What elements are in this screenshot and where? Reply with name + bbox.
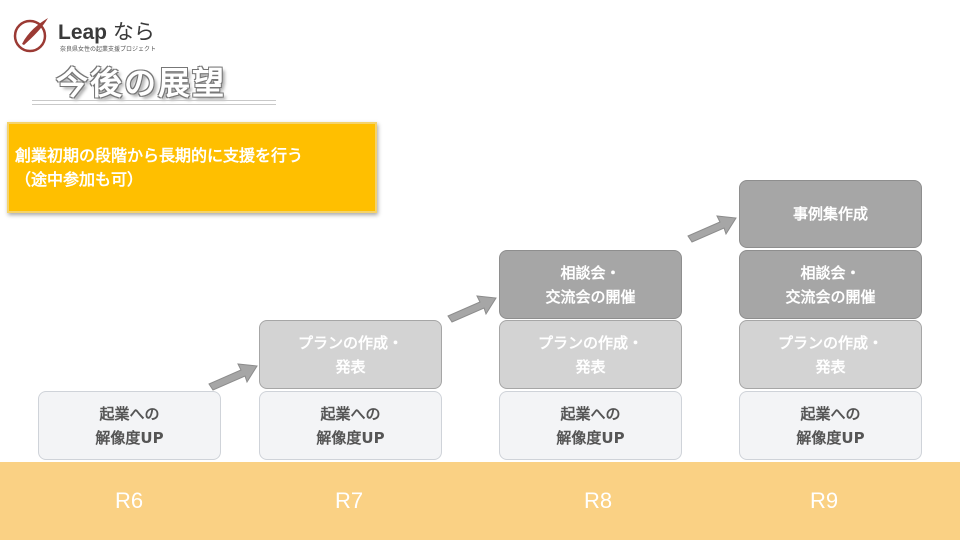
year-band (0, 462, 960, 540)
r9-box-consultation-networking: 相談会・交流会の開催 (739, 250, 922, 319)
year-label-r9: R9 (809, 488, 839, 513)
arrow-r6-r7-icon (208, 363, 258, 391)
r6-box-startup-clarity: 起業への解像度UP (38, 391, 221, 460)
title-underline-second (32, 104, 276, 105)
r9-box-plan-presentation: プランの作成・発表 (739, 320, 922, 389)
support-callout: 創業初期の段階から長期的に支援を行う （途中参加も可） (7, 122, 377, 213)
logo-subtitle: 奈良県女性の起業支援プロジェクト (60, 46, 157, 53)
arrow-r8-r9-icon (687, 215, 737, 243)
r8-box-consultation-networking: 相談会・交流会の開催 (499, 250, 682, 319)
logo-text: Leap なら (58, 21, 155, 44)
r7-box-plan-presentation: プランの作成・発表 (259, 320, 442, 389)
r8-box-plan-presentation: プランの作成・発表 (499, 320, 682, 389)
r9-box-case-studies: 事例集作成 (739, 180, 922, 248)
r9-box-startup-clarity: 起業への解像度UP (739, 391, 922, 460)
callout-line-1: 創業初期の段階から長期的に支援を行う (15, 146, 304, 165)
title-underline (32, 100, 276, 101)
arrow-r7-r8-icon (447, 295, 497, 323)
logo: Leap なら 奈良県女性の起業支援プロジェクト (12, 14, 162, 54)
callout-line-2: （途中参加も可） (15, 170, 144, 189)
year-label-r7: R7 (334, 488, 364, 513)
r8-box-startup-clarity: 起業への解像度UP (499, 391, 682, 460)
page-title: 今後の展望 (56, 64, 227, 102)
logo-mark-icon (13, 18, 48, 53)
year-label-r8: R8 (583, 488, 613, 513)
year-label-r6: R6 (114, 488, 144, 513)
r7-box-startup-clarity: 起業への解像度UP (259, 391, 442, 460)
